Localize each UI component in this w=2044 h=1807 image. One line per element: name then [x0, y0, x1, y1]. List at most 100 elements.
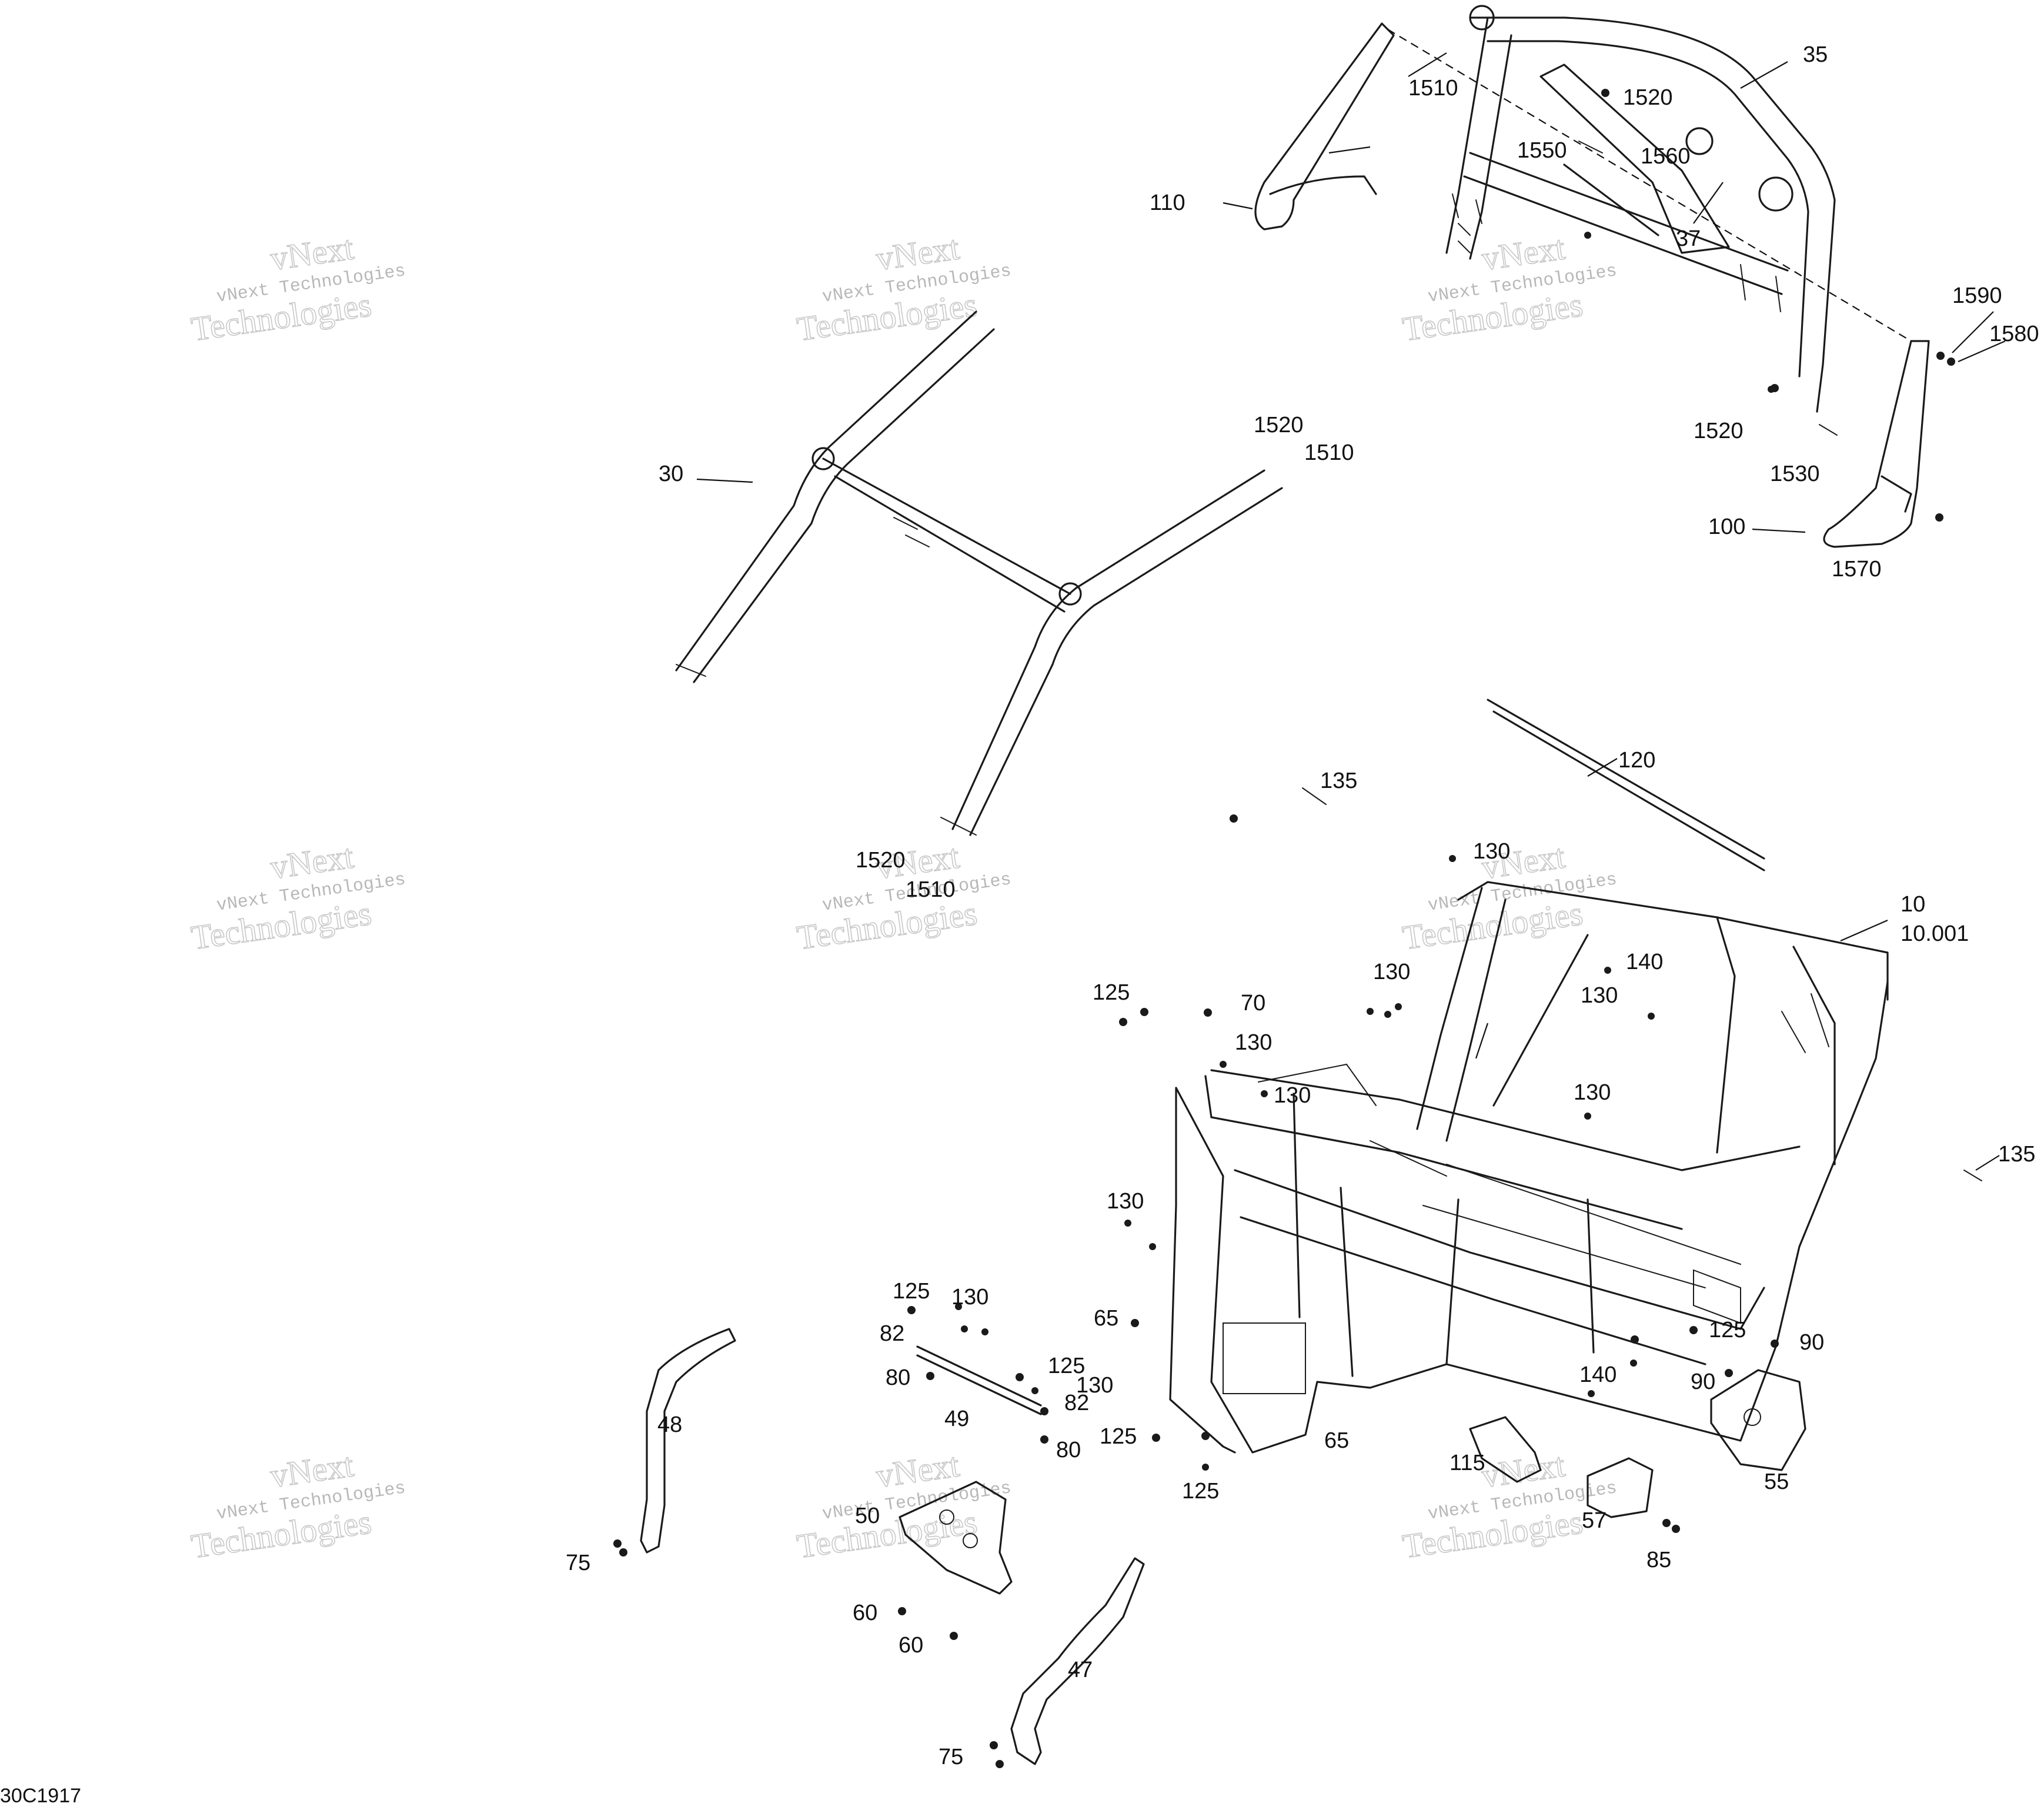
callout-label[interactable]: 130	[1473, 839, 1510, 864]
hardware-nut	[1261, 1090, 1268, 1097]
leader-line	[1958, 340, 2006, 363]
callout-label[interactable]: 30	[659, 462, 683, 486]
callout-label[interactable]: 130	[1373, 960, 1410, 984]
callout-label[interactable]: 48	[657, 1412, 682, 1437]
hardware-nut	[1131, 1319, 1139, 1327]
callout-label[interactable]: 10.001	[1901, 921, 1969, 946]
leader-line	[1328, 146, 1371, 154]
callout-label[interactable]: 70	[1241, 991, 1265, 1016]
callout-label[interactable]: 65	[1094, 1306, 1118, 1331]
callout-label[interactable]: 37	[1676, 226, 1701, 251]
callout-label[interactable]: 1520	[1694, 419, 1744, 443]
callout-label[interactable]: 125	[1100, 1424, 1137, 1449]
callout-label[interactable]: 1520	[1254, 413, 1304, 437]
callout-label[interactable]: 115	[1449, 1451, 1485, 1475]
callout-label[interactable]: 100	[1708, 515, 1745, 539]
hardware	[613, 89, 1982, 1768]
callout-label[interactable]: 1580	[1989, 322, 2039, 346]
callout-label[interactable]: 1510	[1304, 440, 1354, 465]
hardware-nut	[1149, 1243, 1156, 1250]
callout-label[interactable]: 60	[853, 1601, 877, 1625]
part-57-bracket[interactable]	[1587, 1457, 1654, 1518]
hardware-nut	[1384, 1011, 1391, 1018]
callout-label[interactable]: 82	[880, 1321, 904, 1346]
hardware-nut	[1648, 1013, 1655, 1020]
callout-label[interactable]: 1530	[1770, 462, 1820, 486]
hardware-nut	[1201, 1432, 1210, 1440]
callout-label[interactable]: 10	[1901, 892, 1925, 917]
part-10-main-frame[interactable]	[1169, 881, 1889, 1454]
callout-label[interactable]: 90	[1799, 1330, 1824, 1355]
callout-label[interactable]: 130	[1076, 1373, 1113, 1398]
part-50-bracket[interactable]	[899, 1481, 1013, 1595]
callout-label[interactable]: 120	[1618, 748, 1655, 773]
callout-label[interactable]: 65	[1324, 1428, 1349, 1453]
watermark: vNext vNext Technologies Technologies	[188, 836, 407, 957]
callout-label[interactable]: 130	[1581, 983, 1618, 1008]
watermark: vNext vNext Technologies Technologies	[794, 1445, 1013, 1566]
hardware-nut	[950, 1632, 958, 1640]
callout-label[interactable]: 125	[1182, 1479, 1219, 1504]
hardware-nut	[613, 1539, 622, 1548]
callout-label[interactable]: 130	[1274, 1083, 1311, 1108]
callout-label[interactable]: 135	[1320, 769, 1357, 793]
part-100-grab-bar[interactable]	[1823, 340, 1930, 548]
callout-label[interactable]: 135	[1998, 1142, 2035, 1167]
callout-label[interactable]: 35	[1803, 42, 1828, 67]
part-120-rail[interactable]	[1487, 699, 1765, 871]
callout-label[interactable]: 80	[886, 1365, 910, 1390]
callout-label[interactable]: 85	[1646, 1548, 1671, 1572]
hardware-nut	[1124, 1220, 1131, 1227]
callout-label[interactable]: 75	[566, 1551, 590, 1575]
callout-label[interactable]: 90	[1691, 1370, 1715, 1394]
callout-label[interactable]: 47	[1068, 1658, 1093, 1682]
hardware-bolt	[1578, 141, 1603, 153]
hardware-nut	[1230, 814, 1238, 823]
hardware-nut	[1588, 1390, 1595, 1397]
callout-label[interactable]: 1510	[906, 877, 956, 902]
callout-label[interactable]: 130	[1235, 1030, 1272, 1055]
callout-label[interactable]: 82	[1064, 1391, 1089, 1415]
part-30-front-cage[interactable]	[675, 310, 1283, 836]
callout-label[interactable]: 55	[1764, 1469, 1789, 1494]
callout-label[interactable]: 75	[938, 1745, 963, 1769]
hardware-nut	[1947, 358, 1955, 366]
part-115-bracket[interactable]	[1469, 1416, 1542, 1483]
part-110-grab-bar[interactable]	[1254, 22, 1395, 231]
callout-label[interactable]: 140	[1626, 950, 1663, 974]
callout-label[interactable]: 130	[951, 1285, 988, 1310]
callout-label[interactable]: 140	[1579, 1362, 1617, 1387]
callout-label[interactable]: 1520	[856, 848, 906, 873]
callout-label[interactable]: 110	[1150, 191, 1185, 215]
callout-label[interactable]: 130	[1574, 1080, 1611, 1105]
callout-label[interactable]: 1520	[1623, 85, 1673, 110]
callout-label[interactable]: 125	[1048, 1354, 1085, 1378]
callout-label[interactable]: 57	[1582, 1508, 1607, 1533]
leader-line	[1740, 61, 1788, 89]
callout-label[interactable]: 1510	[1408, 76, 1458, 101]
callout-label[interactable]: 80	[1056, 1438, 1081, 1462]
callout-label[interactable]: 50	[855, 1504, 880, 1528]
callout-label[interactable]: 1560	[1641, 144, 1691, 169]
part-48-front-bar[interactable]	[640, 1328, 736, 1554]
hardware-nut	[1202, 1464, 1209, 1471]
part-55-bracket[interactable]	[1710, 1369, 1806, 1471]
part-37-rear-brace[interactable]	[1539, 64, 1730, 254]
leader-line	[696, 478, 753, 483]
callout-label[interactable]: 1570	[1832, 557, 1882, 582]
callout-label[interactable]: 1550	[1517, 138, 1567, 163]
callout-label[interactable]: 130	[1107, 1189, 1144, 1214]
part-47-front-bar[interactable]	[1010, 1557, 1145, 1765]
hardware-nut	[990, 1741, 998, 1749]
watermark: vNext vNext Technologies Technologies	[188, 228, 407, 349]
part-49-bar[interactable]	[916, 1345, 1042, 1415]
part-35-rear-hoop[interactable]	[1445, 5, 1836, 413]
callout-label[interactable]: 1590	[1952, 283, 2002, 308]
callout-label[interactable]: 125	[893, 1279, 930, 1304]
callout-label[interactable]: 60	[899, 1633, 923, 1658]
hardware-nut	[1220, 1061, 1227, 1068]
callout-label[interactable]: 125	[1093, 980, 1130, 1005]
callout-label[interactable]: 125	[1709, 1318, 1746, 1342]
callout-label[interactable]: 49	[944, 1407, 969, 1431]
watermark: vNext vNext Technologies Technologies	[1400, 228, 1618, 349]
